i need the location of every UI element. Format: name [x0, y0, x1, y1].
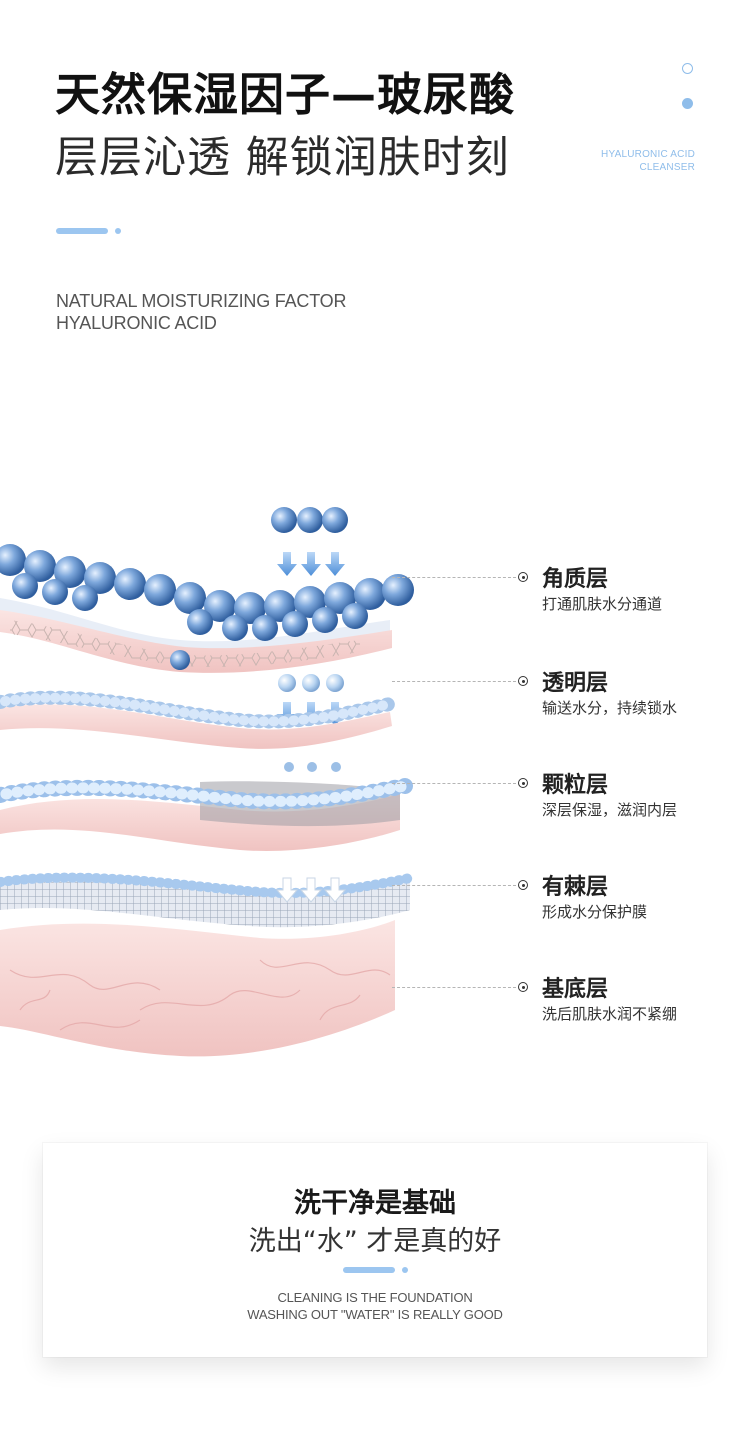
- target-dot-icon: [518, 880, 528, 890]
- brand-tag-line1: HYALURONIC ACID: [601, 149, 695, 160]
- page-subtitle: 层层沁透 解锁润肤时刻: [55, 133, 510, 183]
- page-title: 天然保湿因子—玻尿酸: [55, 68, 516, 121]
- leader-line: [392, 885, 516, 886]
- card-english-line1: CLEANING IS THE FOUNDATION: [277, 1290, 473, 1305]
- accent-bar: [56, 228, 108, 234]
- layer-label-basale: 基底层 洗后肌肤水润不紧绷: [392, 971, 732, 1031]
- decor-ring-icon: [682, 63, 693, 74]
- decor-dot-icon: [682, 98, 693, 109]
- brand-tag: HYALURONIC ACID CLEANSER: [601, 148, 695, 174]
- arrows-top: [277, 552, 345, 576]
- falling-beads-small: [284, 762, 341, 772]
- layer-name: 透明层: [542, 671, 609, 696]
- layer-desc: 洗后肌肤水润不紧绷: [542, 1005, 678, 1023]
- target-dot-icon: [518, 982, 528, 992]
- layer-label-corneum: 角质层 打通肌肤水分通道: [392, 561, 732, 621]
- target-dot-icon: [518, 572, 528, 582]
- falling-beads-top: [271, 507, 348, 533]
- layer-desc: 输送水分，持续锁水: [542, 699, 678, 717]
- layer-desc: 深层保湿，滋润内层: [542, 801, 678, 819]
- leader-line: [392, 577, 516, 578]
- layer-basale-shape: [0, 920, 395, 1057]
- leader-line: [392, 681, 516, 682]
- arrows-lower: [275, 877, 347, 903]
- layer-granulosum-shape: [0, 778, 413, 852]
- layer-corneum-shape: [0, 544, 414, 673]
- skin-layers-illustration: [0, 507, 415, 1057]
- layer-name: 颗粒层: [542, 773, 609, 798]
- layer-desc: 打通肌肤水分通道: [542, 595, 663, 613]
- layer-name: 基底层: [542, 977, 609, 1002]
- english-caption: NATURAL MOISTURIZING FACTOR HYALURONIC A…: [56, 290, 346, 334]
- target-dot-icon: [518, 676, 528, 686]
- layer-desc: 形成水分保护膜: [542, 903, 648, 921]
- card-accent-bar: [343, 1267, 395, 1273]
- leader-line: [392, 783, 516, 784]
- falling-beads-mid: [278, 674, 344, 692]
- card-accent-dot: [402, 1267, 408, 1273]
- target-dot-icon: [518, 778, 528, 788]
- layer-spinosum-shape: [0, 872, 415, 928]
- accent-dot: [115, 228, 121, 234]
- layer-label-lucidum: 透明层 输送水分，持续锁水: [392, 665, 732, 725]
- layer-label-granulosum: 颗粒层 深层保湿，滋润内层: [392, 767, 732, 827]
- layer-label-spinosum: 有棘层 形成水分保护膜: [392, 869, 732, 929]
- english-caption-line2: HYALURONIC ACID: [56, 313, 217, 333]
- card-subtitle: 洗出“水” 才是真的好: [248, 1226, 502, 1257]
- leader-line: [392, 987, 516, 988]
- summary-card: 洗干净是基础 洗出“水” 才是真的好 CLEANING IS THE FOUND…: [43, 1143, 707, 1357]
- card-english-caption: CLEANING IS THE FOUNDATION WASHING OUT "…: [43, 1289, 707, 1323]
- english-caption-line1: NATURAL MOISTURIZING FACTOR: [56, 291, 347, 311]
- card-title: 洗干净是基础: [294, 1188, 456, 1219]
- layer-name: 有棘层: [542, 875, 609, 900]
- card-english-line2: WASHING OUT "WATER" IS REALLY GOOD: [247, 1307, 503, 1322]
- layer-lucidum-shape: [0, 690, 397, 749]
- layer-name: 角质层: [542, 567, 609, 592]
- brand-tag-line2: CLEANSER: [639, 162, 695, 173]
